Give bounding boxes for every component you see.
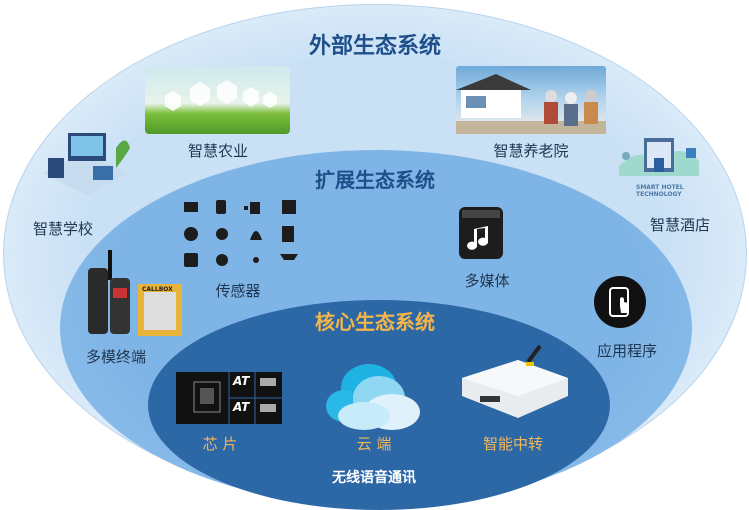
smart-hotel-label: 智慧酒店 [649,216,711,234]
application-icon [594,276,646,328]
extended-ecosystem-title: 扩展生态系统 [315,168,435,192]
smart-school-image [38,128,133,198]
chip-at-label-2: AT [233,400,250,414]
chip-label: 芯 片 [202,435,238,453]
core-ecosystem-title: 核心生态系统 [315,310,435,334]
outer-ecosystem-title: 外部生态系统 [308,34,442,59]
cloud-icon [324,356,424,432]
chip-at-label-1: AT [233,374,250,388]
smart-elderly-care-image [456,66,606,134]
sensor-label: 传感器 [215,282,261,300]
cloud-label: 云 端 [356,435,392,453]
multimode-terminal-image: CALLBOX [80,250,190,336]
sensor-icons-grid [180,198,300,270]
smart-agriculture-image [145,66,290,134]
smart-hotel-image: SMART HOTEL TECHNOLOGY [614,126,704,204]
wireless-voice-communication-label: 无线语音通讯 [332,470,416,486]
callbox-label: CALLBOX [142,286,173,293]
smart-agriculture-label: 智慧农业 [187,142,249,160]
multimedia-label: 多媒体 [464,272,510,290]
smart-elderly-care-label: 智慧养老院 [493,142,569,160]
smart-school-label: 智慧学校 [32,220,94,238]
smart-relay-device-image [458,340,573,420]
smart-hotel-caption: SMART HOTEL TECHNOLOGY [636,184,684,198]
multimode-terminal-label: 多模终端 [85,348,147,366]
application-label: 应用程序 [596,342,658,360]
multimedia-icon [459,207,503,259]
chip-image: AT AT [176,372,282,424]
smart-relay-label: 智能中转 [482,435,544,453]
